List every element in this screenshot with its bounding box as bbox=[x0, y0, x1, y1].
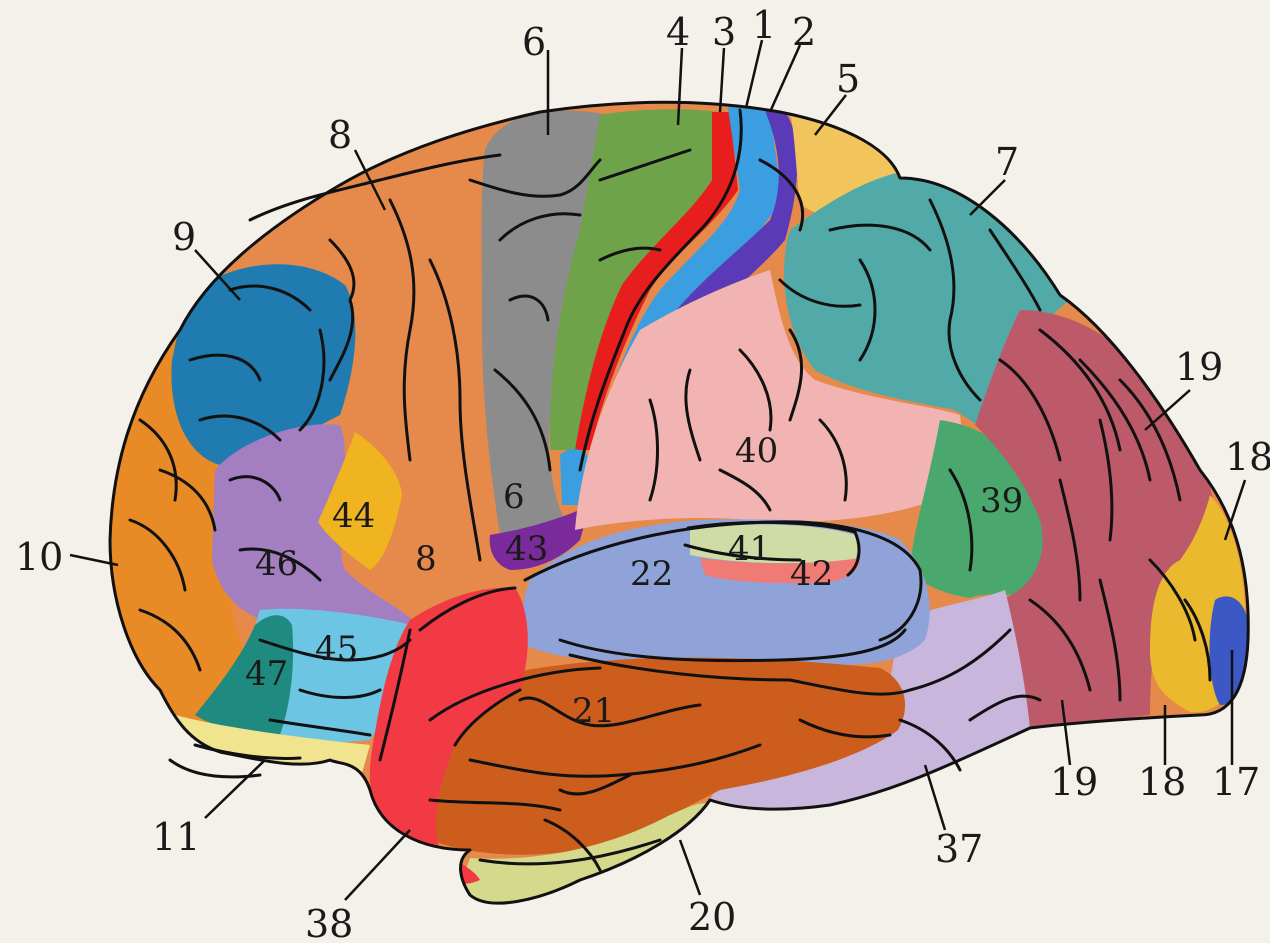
label-41: 41 bbox=[728, 529, 771, 569]
label-22: 22 bbox=[630, 554, 673, 594]
label-2: 2 bbox=[792, 10, 816, 54]
label-4: 4 bbox=[666, 10, 690, 54]
label-6-top: 6 bbox=[522, 20, 546, 64]
label-11: 11 bbox=[152, 815, 200, 859]
label-20: 20 bbox=[688, 895, 736, 939]
label-18-upper: 18 bbox=[1225, 435, 1270, 479]
label-19-lower: 19 bbox=[1050, 760, 1098, 804]
label-44: 44 bbox=[332, 496, 375, 536]
label-8-inner: 8 bbox=[415, 539, 437, 579]
label-42: 42 bbox=[790, 554, 833, 594]
label-18-lower: 18 bbox=[1138, 760, 1186, 804]
label-37: 37 bbox=[935, 827, 983, 871]
label-3: 3 bbox=[712, 10, 736, 54]
label-7: 7 bbox=[995, 140, 1019, 184]
label-40: 40 bbox=[735, 431, 778, 471]
label-19-upper: 19 bbox=[1175, 345, 1223, 389]
label-1: 1 bbox=[752, 3, 776, 47]
label-9: 9 bbox=[172, 215, 196, 259]
label-21: 21 bbox=[572, 691, 615, 731]
label-6-inner: 6 bbox=[503, 477, 525, 517]
label-47: 47 bbox=[245, 654, 288, 694]
label-45: 45 bbox=[315, 629, 358, 669]
label-8-top: 8 bbox=[328, 113, 352, 157]
label-5: 5 bbox=[836, 57, 860, 101]
label-43: 43 bbox=[505, 529, 548, 569]
label-38: 38 bbox=[305, 902, 353, 943]
label-39: 39 bbox=[980, 481, 1023, 521]
label-46: 46 bbox=[255, 544, 298, 584]
region-17 bbox=[1210, 596, 1250, 705]
label-17: 17 bbox=[1212, 760, 1260, 804]
label-10: 10 bbox=[15, 535, 63, 579]
